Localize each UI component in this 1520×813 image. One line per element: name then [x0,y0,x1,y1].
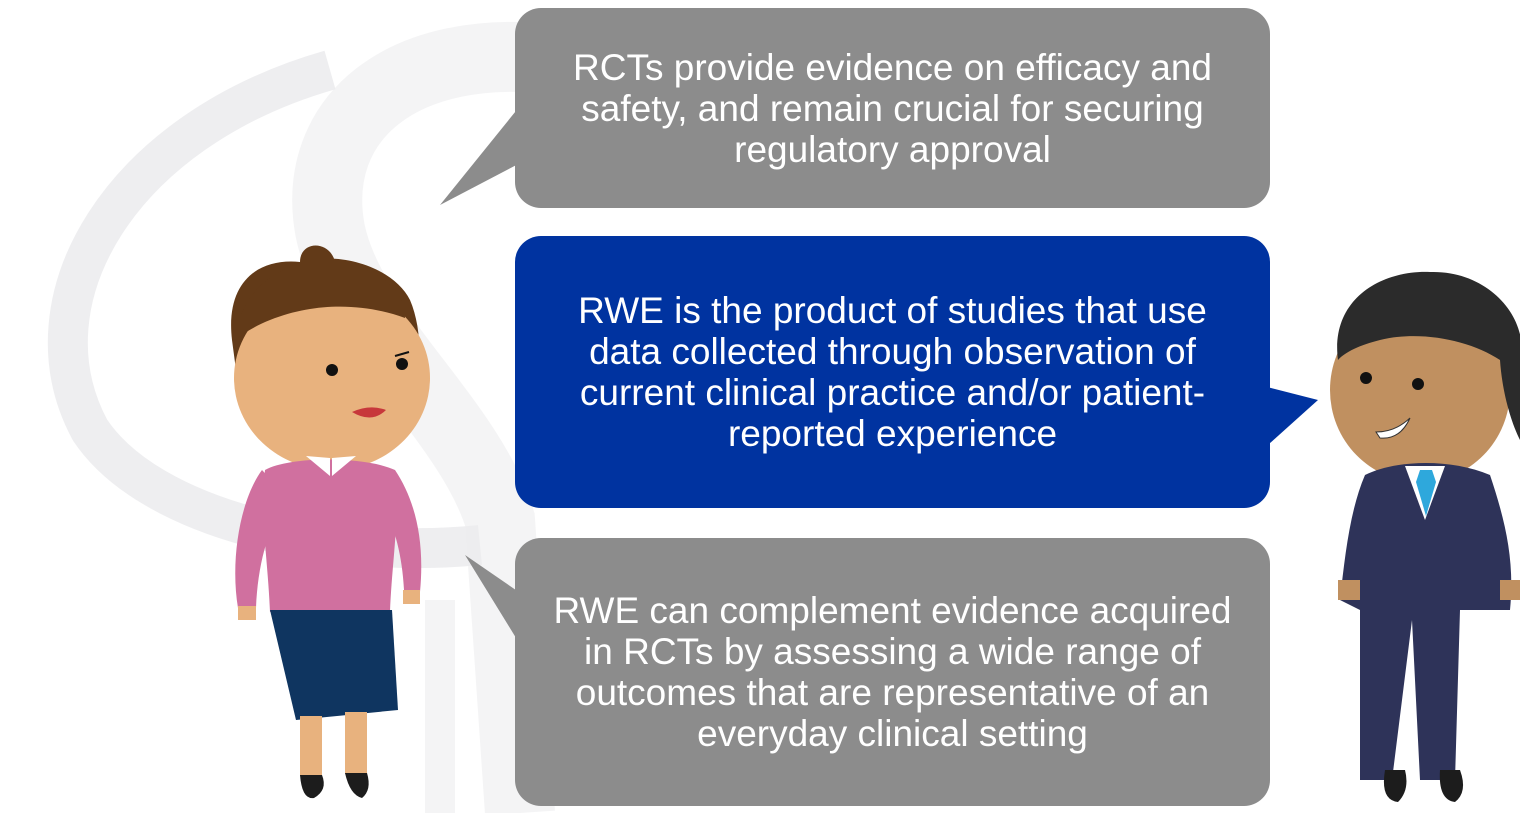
speech-bubble-top [440,8,1270,208]
man-figure-icon [1330,271,1520,802]
bubble-middle-text: RWE is the product of studies that use d… [578,290,1207,454]
woman-figure-icon [231,245,430,799]
bubble-bottom-text: RWE can complement evidence acquired in … [553,590,1232,754]
bubble-top-text: RCTs provide evidence on efficacy and sa… [573,46,1212,170]
speech-bubble-bottom [465,538,1270,806]
speech-bubble-middle [515,236,1318,508]
